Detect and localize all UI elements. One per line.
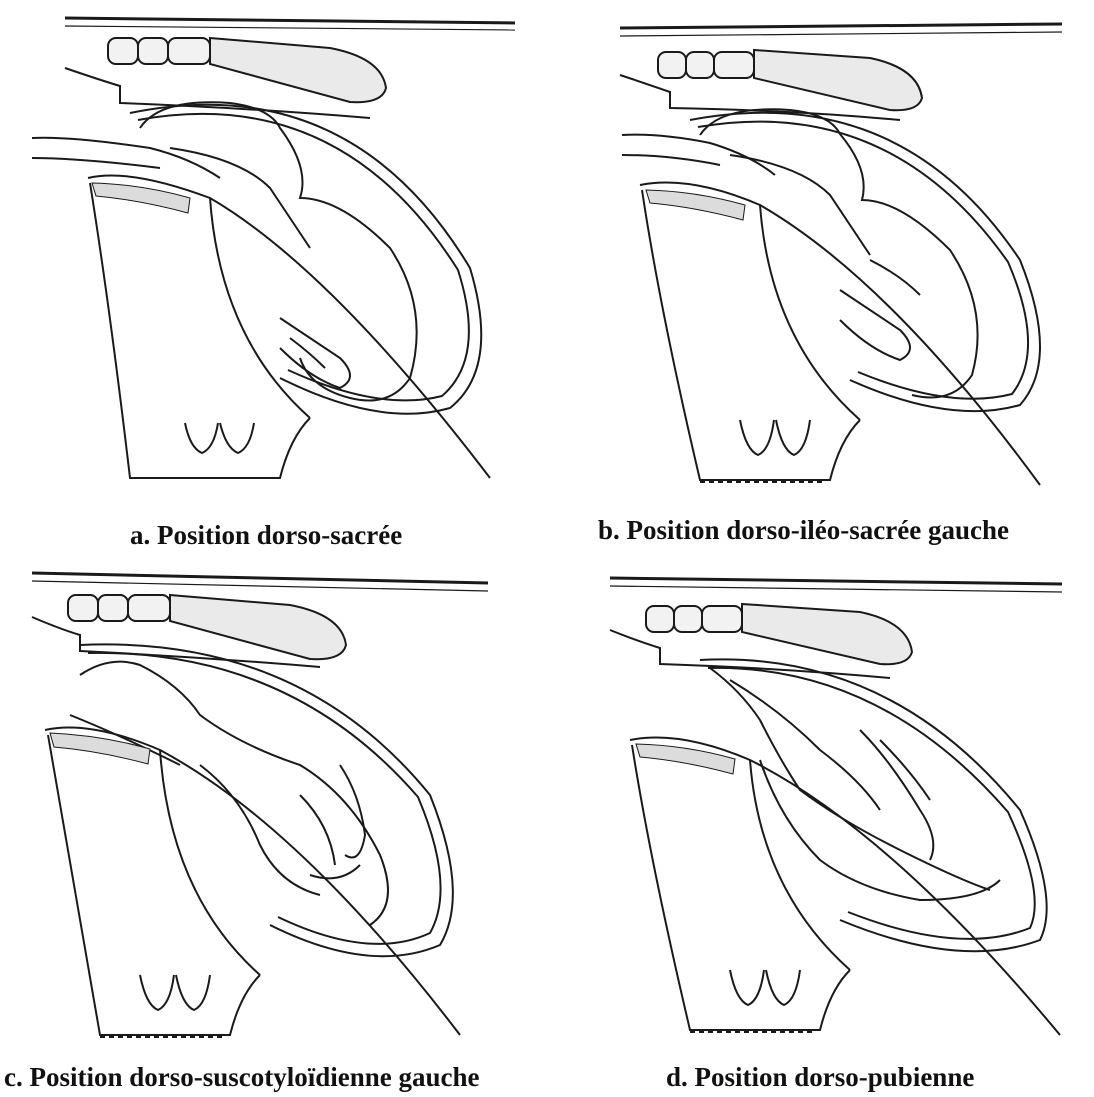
caption-panel-c: c. Position dorso-suscotyloïdienne gauch… [4, 1062, 480, 1093]
caption-panel-a: a. Position dorso-sacrée [130, 520, 402, 551]
cow-pelvis-diagram-a [10, 8, 520, 508]
panel-c-illustration [0, 565, 520, 1050]
cow-pelvis-diagram-c [0, 565, 520, 1050]
caption-panel-d: d. Position dorso-pubienne [666, 1062, 974, 1093]
cow-pelvis-diagram-d [600, 560, 1080, 1050]
panel-b-illustration [600, 10, 1080, 500]
panel-d-illustration [600, 560, 1080, 1050]
panel-a-illustration [10, 8, 520, 508]
cow-pelvis-diagram-b [600, 10, 1080, 500]
caption-panel-b: b. Position dorso-iléo-sacrée gauche [598, 515, 1009, 546]
